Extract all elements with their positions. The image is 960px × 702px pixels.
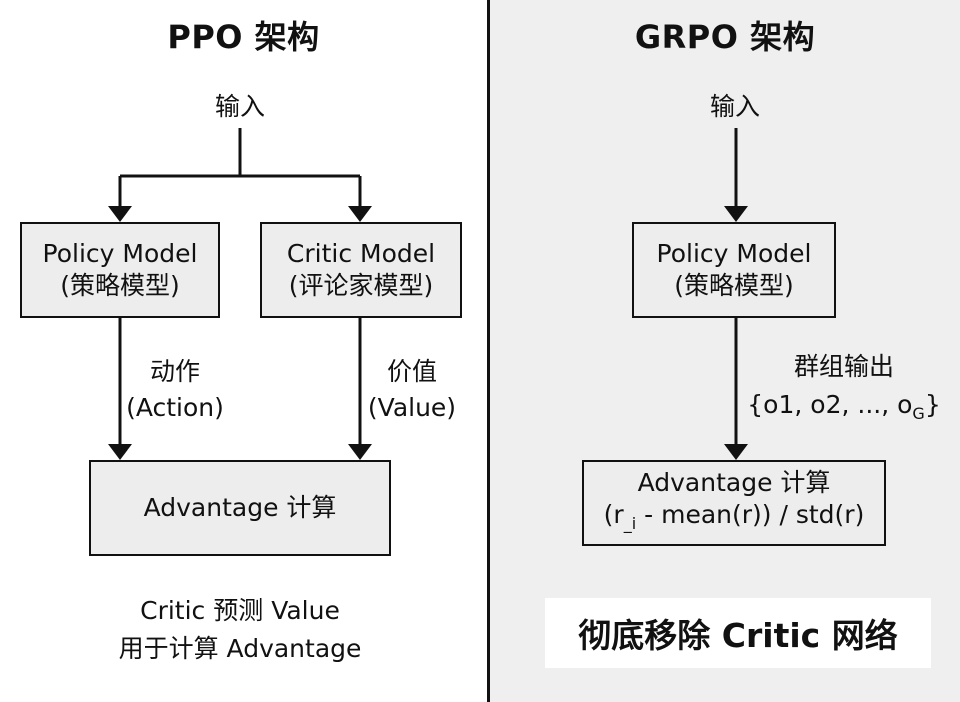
grpo-input-label: 输入 xyxy=(709,92,760,121)
panel-divider xyxy=(487,0,490,702)
ppo-panel: PPO 架构 输入 Policy Model (策略模型) Critic Mod… xyxy=(20,18,472,668)
ppo-critic-model-cn: (评论家模型) xyxy=(288,271,434,300)
ppo-action-label: 动作 (Action) xyxy=(110,354,240,426)
ppo-advantage-label: Advantage 计算 xyxy=(143,493,337,522)
grpo-group-output-set-sub: G xyxy=(912,404,925,423)
ppo-critic-model-box: Critic Model (评论家模型) xyxy=(260,222,462,318)
ppo-action-label-en: (Action) xyxy=(126,393,224,422)
remove-critic-banner: 彻底移除 Critic 网络 xyxy=(545,598,931,668)
ppo-value-label-cn: 价值 xyxy=(386,357,437,386)
grpo-group-output-set-suffix: } xyxy=(924,390,941,419)
ppo-advantage-box: Advantage 计算 xyxy=(89,460,391,556)
ppo-value-label-en: (Value) xyxy=(367,393,457,422)
grpo-group-output-cn: 群组输出 xyxy=(793,352,894,381)
ppo-policy-model-name: Policy Model xyxy=(42,239,198,268)
grpo-policy-model-name: Policy Model xyxy=(656,239,812,268)
ppo-input-label: 输入 xyxy=(214,92,265,121)
grpo-title: GRPO 架构 xyxy=(634,18,816,56)
grpo-advantage-label: Advantage 计算 xyxy=(637,467,831,497)
grpo-advantage-formula-suffix: - mean(r)) / std(r) xyxy=(636,499,865,529)
ppo-action-label-cn: 动作 xyxy=(149,357,200,386)
ppo-critic-model-name: Critic Model xyxy=(286,239,436,268)
grpo-group-output-label: 群组输出 {o1, o2, ..., oG} xyxy=(734,348,954,433)
grpo-advantage-formula-prefix: (r xyxy=(603,499,624,529)
grpo-advantage-formula-sub: _i xyxy=(623,513,637,533)
grpo-group-output-set-prefix: {o1, o2, ..., o xyxy=(747,390,913,419)
ppo-policy-model-cn: (策略模型) xyxy=(60,271,180,300)
ppo-note-line1: Critic 预测 Value xyxy=(140,596,340,625)
grpo-advantage-box: Advantage 计算 (r_i - mean(r)) / std(r) xyxy=(582,460,886,546)
grpo-advantage-formula: (r_i - mean(r)) / std(r) xyxy=(604,499,865,540)
ppo-note: Critic 预测 Value 用于计算 Advantage xyxy=(60,592,420,668)
ppo-title: PPO 架构 xyxy=(167,18,320,56)
grpo-panel: GRPO 架构 输入 Policy Model (策略模型) 群组输出 {o1,… xyxy=(490,0,960,702)
ppo-policy-model-box: Policy Model (策略模型) xyxy=(20,222,220,318)
grpo-policy-model-cn: (策略模型) xyxy=(674,271,794,300)
grpo-policy-model-box: Policy Model (策略模型) xyxy=(632,222,836,318)
grpo-group-output-set: {o1, o2, ..., oG} xyxy=(734,386,954,433)
ppo-note-line2: 用于计算 Advantage xyxy=(118,634,362,663)
ppo-value-label: 价值 (Value) xyxy=(352,354,472,426)
